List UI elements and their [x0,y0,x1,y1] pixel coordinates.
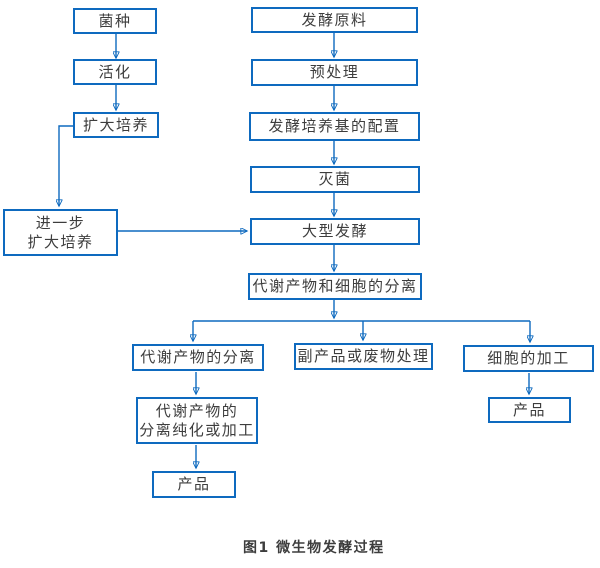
node-expand-culture: 扩大培养 [73,112,159,138]
node-sterilization: 灭菌 [250,166,420,193]
node-purification-processing: 代谢产物的 分离纯化或加工 [136,397,258,444]
node-product-left: 产品 [152,471,236,498]
node-further-expand-culture: 进一步 扩大培养 [3,209,118,256]
node-seed: 菌种 [73,8,157,34]
node-pretreatment: 预处理 [251,59,418,86]
edge-expand-to-further [59,125,73,206]
node-large-scale-fermentation: 大型发酵 [250,218,420,245]
node-raw-material: 发酵原料 [251,7,418,33]
node-metabolite-separation: 代谢产物的分离 [132,344,264,371]
figure-caption: 图1 微生物发酵过程 [243,540,385,556]
node-metabolite-cell-separation: 代谢产物和细胞的分离 [248,273,422,300]
node-medium-preparation: 发酵培养基的配置 [249,112,420,141]
node-byproduct-waste-treatment: 副产品或废物处理 [294,343,433,370]
node-cell-processing: 细胞的加工 [463,345,594,372]
node-product-right: 产品 [488,397,571,423]
node-activation: 活化 [73,59,157,85]
